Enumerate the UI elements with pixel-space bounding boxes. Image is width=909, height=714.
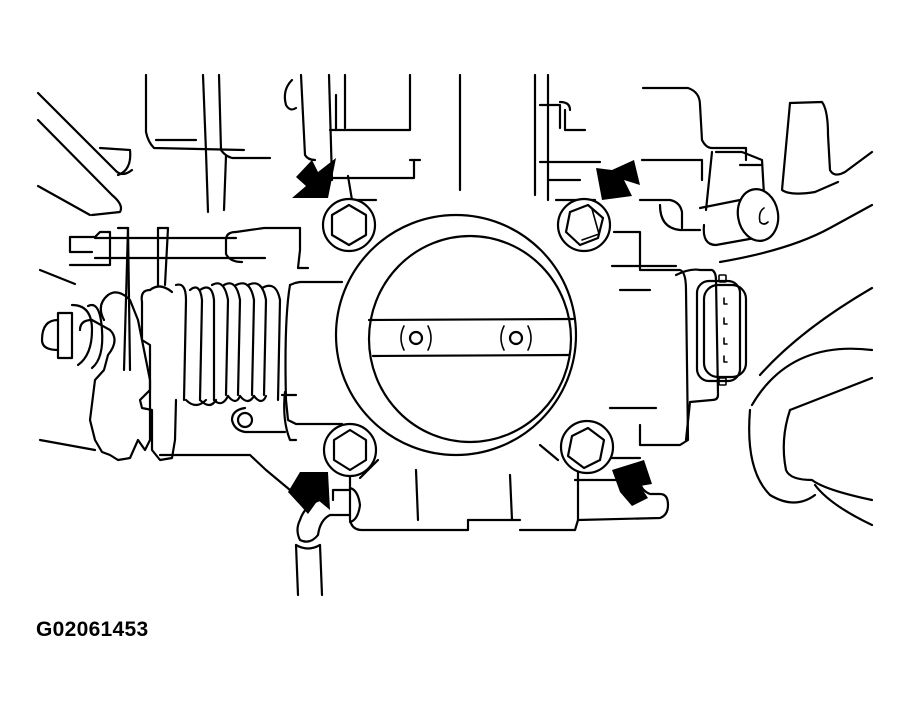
- arrow-lower-left-icon: [288, 472, 330, 514]
- throttle-linkage: [38, 226, 344, 502]
- arrow-lower-right-icon: [612, 460, 652, 506]
- arrow-upper-right-icon: [596, 160, 640, 200]
- arrow-upper-left-icon: [292, 158, 336, 198]
- figure-id-label: G02061453: [36, 618, 149, 641]
- vacuum-hose: [294, 486, 362, 597]
- bolt-lower-left: [322, 422, 380, 480]
- engine-background-lines: [36, 73, 874, 264]
- bolt-upper-left: [321, 197, 377, 253]
- intake-pipes: [748, 286, 874, 527]
- bolt-lower-right: [538, 419, 615, 475]
- bolt-upper-right: [556, 197, 612, 253]
- throttle-body: [334, 174, 748, 532]
